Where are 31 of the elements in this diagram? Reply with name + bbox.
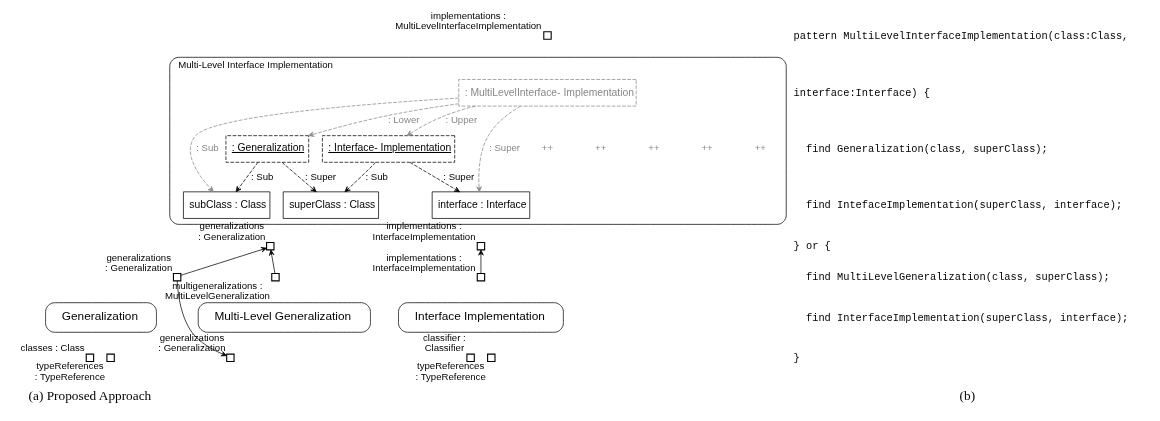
label: find IntefaceImplementation(superClass, interface); — [806, 199, 1123, 212]
label: ++ — [754, 142, 766, 154]
edge-label: : Sub — [365, 170, 388, 182]
label: } or { — [793, 240, 831, 253]
label: interface:Interface) { — [793, 86, 930, 99]
node-label: multigeneralizations : MultiLevelGeneralization — [164, 279, 270, 301]
edge-label: : Upper — [445, 114, 478, 126]
node-label: classes : Class — [20, 342, 85, 354]
node-label: implementations : MultiLevelInterfaceImplementation — [395, 9, 542, 32]
label: ++ — [701, 142, 713, 154]
node-label: typeReferences : TypeReference — [415, 360, 486, 382]
label: ++ — [595, 142, 607, 154]
node-label: implementations : InterfaceImplementation — [372, 251, 476, 273]
label: ++ — [541, 142, 554, 154]
label: find InterfaceImplementation(superClass, interface); — [806, 311, 1129, 324]
edge-label: : Lower — [387, 114, 420, 126]
label: find Generalization(class, superClass); — [806, 143, 1048, 156]
edge-label: : Sub — [196, 142, 219, 154]
label: find MultiLevelGeneralization(class, superClass); — [806, 271, 1110, 284]
node-label: generalizations : Generalization — [105, 251, 173, 273]
edge-label: : Sub — [250, 170, 274, 182]
node-label: typeReferences : TypeReference — [34, 360, 106, 382]
label: ++ — [648, 142, 660, 154]
edge-label: : Super — [443, 170, 475, 182]
edge-label: : Super — [305, 170, 337, 182]
node-label: classifier : Classifier — [423, 332, 466, 354]
label: (b) — [959, 387, 976, 403]
label: (a) Proposed Approach — [28, 387, 152, 403]
label: } — [793, 351, 800, 364]
edge-label: : Super — [489, 142, 521, 154]
label: pattern MultiLevelInterfaceImplementation(class:Class, — [793, 29, 1129, 42]
